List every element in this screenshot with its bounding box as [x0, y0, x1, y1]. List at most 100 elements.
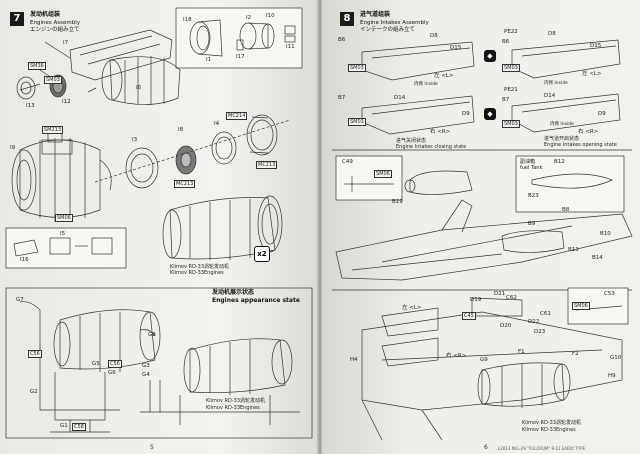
part-label: 左 <L> [434, 73, 454, 79]
page-number: 5 [150, 444, 154, 451]
part-label: G8 [148, 332, 156, 338]
part-label: SM213 [42, 126, 64, 134]
part-label: B6 [338, 37, 346, 43]
part-label: SM06 [374, 170, 392, 178]
part-label: B19 [392, 199, 403, 205]
left-page: 7 发动机组装 Engines Assembly エンジンの組み立て [0, 0, 318, 454]
part-label: D9 [598, 111, 606, 117]
part-label: PE22 [504, 29, 518, 35]
step-title-en: Engine Intakes Assembly [360, 20, 429, 26]
part-label: G7 [16, 297, 24, 303]
quantity-multiplier: x2 [254, 246, 270, 262]
part-label: C56 [108, 360, 122, 368]
part-label: I18 [183, 17, 192, 23]
part-label: B13 [568, 247, 579, 253]
footer-text: L2013 MiG-29 "FULCRUM" 9-12 EARLY TYPE [498, 446, 586, 451]
part-label: G3 [142, 363, 150, 369]
part-label: I16 [20, 257, 29, 263]
part-label: G2 [30, 389, 38, 395]
part-label: D19 [470, 297, 482, 303]
part-label: C58 [72, 423, 86, 431]
part-label: I11 [286, 44, 295, 50]
display-title-en: Engines appearance state [212, 297, 300, 304]
closed-caption-line2: Engine Intakes closing state [396, 144, 467, 150]
part-label: I6 [136, 85, 142, 91]
part-label: G4 [142, 372, 150, 378]
part-label: D9 [462, 111, 470, 117]
part-label: B9 [528, 221, 536, 227]
step-number-badge: 8 [340, 12, 354, 26]
part-label: D14 [394, 95, 406, 101]
part-label: I3 [132, 137, 138, 143]
engine-caption-line1: Klimov RD-33涡轮发动机 [522, 420, 582, 426]
part-label: C56 [28, 350, 42, 358]
open-caption-line2: Engine Intakes opening state [544, 142, 617, 148]
display-caption-line1: Klimov RD-33涡轮发动机 [206, 398, 266, 404]
part-label: 右 <R> [578, 129, 599, 135]
part-label: MC213 [256, 161, 278, 169]
engine-caption-line1: Klimov RD-33涡轮发动机 [170, 264, 230, 270]
part-label: PE21 [504, 87, 518, 93]
part-label: SM03 [348, 118, 366, 126]
part-label: B7 [502, 97, 510, 103]
part-label: D15 [590, 43, 602, 49]
step-title-jp: インテークの組み立て [360, 27, 416, 33]
part-label: H4 [350, 357, 358, 363]
part-label: D21 [494, 291, 506, 297]
part-label: SM06 [55, 214, 73, 222]
part-label: MC213 [174, 180, 196, 188]
part-label: F1 [518, 349, 525, 355]
part-label: I2 [246, 15, 252, 21]
engine-caption-line2: Klimov RD-33Engines [170, 270, 224, 276]
part-label: 副油箱 [520, 159, 536, 165]
part-label: D8 [430, 33, 438, 39]
part-label: D15 [450, 45, 462, 51]
engine-caption-line2: Klimov RD-33Engines [522, 427, 576, 433]
part-label: G6 [108, 370, 116, 376]
part-label: SM03 [502, 120, 520, 128]
part-label: I1 [206, 57, 212, 63]
step-title-cn: 进气道组装 [360, 11, 391, 18]
part-label: H9 [608, 373, 616, 379]
part-label: D8 [548, 31, 556, 37]
part-label: B12 [554, 159, 565, 165]
part-label: MC214 [226, 112, 248, 120]
step-number-badge: 7 [10, 12, 24, 26]
part-label: B8 [562, 207, 570, 213]
part-label: I12 [62, 99, 71, 105]
part-label: 内侧 Inside [544, 81, 568, 86]
part-label: 内侧 Inside [550, 122, 574, 127]
closed-caption-line1: 进气关闭状态 [396, 138, 427, 144]
right-line-drawings [332, 39, 633, 441]
part-label: SM03 [44, 76, 62, 84]
part-label: B6 [502, 39, 510, 45]
part-label: C45 [462, 312, 476, 320]
part-label: fuel Tank [520, 165, 543, 171]
part-label: B23 [528, 193, 539, 199]
display-title-cn: 发动机展示状态 [212, 289, 255, 296]
closed-state-icon: ◆ [484, 50, 496, 62]
part-label: C53 [604, 291, 615, 297]
part-label: I9 [10, 145, 16, 151]
part-label: 内侧 Inside [414, 82, 438, 87]
part-label: I8 [178, 127, 184, 133]
display-caption-line2: Klimov RD-33Engines [206, 405, 260, 411]
part-label: D23 [534, 329, 546, 335]
part-label: 右 <R> [446, 353, 467, 359]
book-gutter [317, 0, 323, 454]
part-label: SM03 [502, 64, 520, 72]
part-label: F2 [572, 351, 579, 357]
part-label: SM03 [348, 64, 366, 72]
part-label: I5 [60, 231, 66, 237]
part-label: C62 [506, 295, 517, 301]
step-title-jp: エンジンの組み立て [30, 27, 80, 33]
part-label: G1 [60, 423, 68, 429]
part-label: B10 [600, 231, 611, 237]
right-page: 8 进气道组装 Engine Intakes Assembly インテークの組み… [322, 0, 640, 454]
part-label: I7 [63, 40, 69, 46]
part-label: D14 [544, 93, 556, 99]
part-label: 右 <R> [430, 129, 451, 135]
page-number: 6 [484, 444, 488, 451]
